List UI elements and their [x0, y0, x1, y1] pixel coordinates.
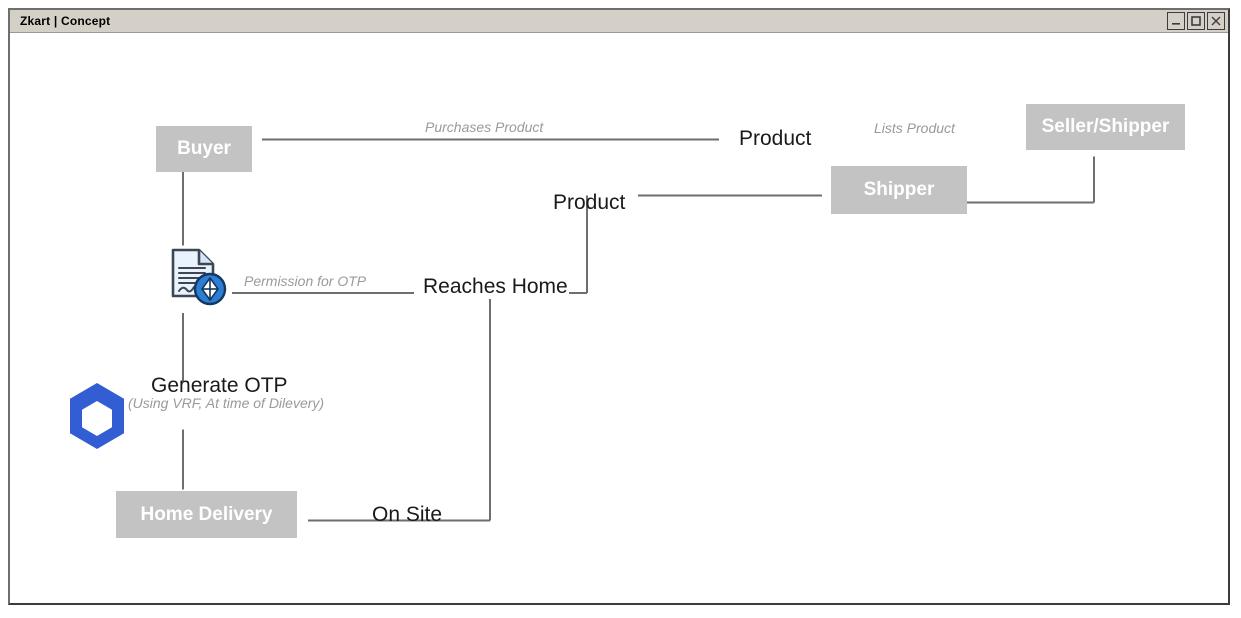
minimize-button[interactable]	[1167, 12, 1185, 30]
node-buyer[interactable]: Buyer	[156, 126, 252, 172]
node-generate-otp-icon[interactable]	[63, 380, 131, 452]
window-controls	[1167, 12, 1225, 30]
edge-label-permission-for-otp: Permission for OTP	[244, 273, 367, 289]
chainlink-hexagon-icon	[70, 383, 124, 449]
node-generate-otp-sublabel: (Using VRF, At time of Dilevery)	[128, 395, 325, 411]
node-home-delivery-label: Home Delivery	[140, 503, 273, 525]
edge-label-purchases-product: Purchases Product	[425, 119, 544, 135]
maximize-button[interactable]	[1187, 12, 1205, 30]
edge-label-product-mid: Product	[553, 191, 626, 214]
window-title: Zkart | Concept	[20, 14, 111, 28]
node-smart-contract[interactable]	[169, 246, 227, 306]
node-seller-shipper[interactable]: Seller/Shipper	[1026, 104, 1185, 150]
application-window: Zkart | Concept	[8, 8, 1230, 605]
node-shipper-label: Shipper	[863, 179, 935, 200]
diagram-canvas: Buyer Seller/Shipper Shipper Home Delive…	[10, 33, 1228, 603]
title-bar[interactable]: Zkart | Concept	[10, 10, 1228, 33]
edge-label-reaches-home: Reaches Home	[423, 275, 568, 298]
node-shipper[interactable]: Shipper	[831, 166, 967, 214]
node-home-delivery[interactable]: Home Delivery	[116, 491, 297, 538]
edge-label-on-site: On Site	[372, 503, 443, 526]
node-generate-otp-label: Generate OTP	[151, 374, 288, 397]
edge-label-lists-product: Lists Product	[874, 120, 955, 136]
node-buyer-label: Buyer	[177, 138, 231, 159]
document-blockchain-icon	[171, 248, 227, 306]
edge-label-product-top: Product	[739, 127, 812, 150]
close-button[interactable]	[1207, 12, 1225, 30]
node-seller-shipper-label: Seller/Shipper	[1041, 116, 1170, 137]
